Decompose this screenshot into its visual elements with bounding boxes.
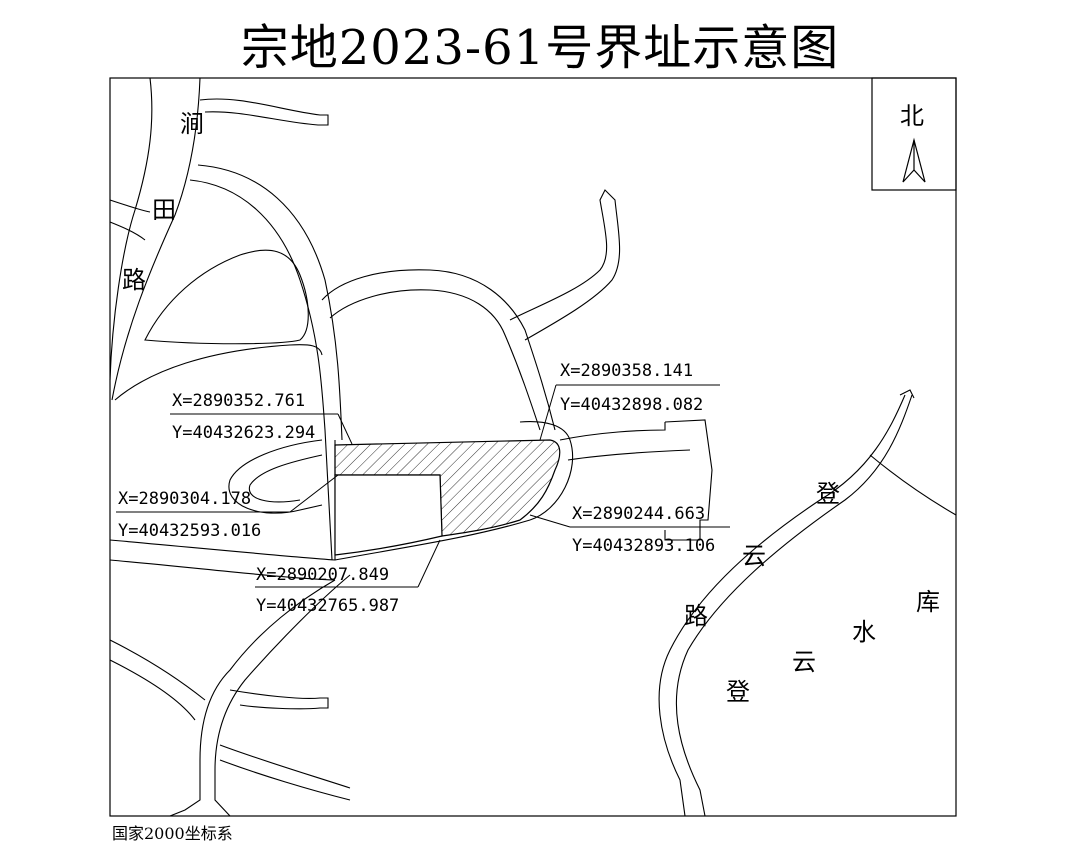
- label-jiantian-2: 田: [152, 196, 176, 224]
- svg-text:X=2890207.849: X=2890207.849: [256, 565, 389, 585]
- label-dengyun-road-3: 路: [684, 602, 708, 630]
- svg-text:Y=40432593.016: Y=40432593.016: [118, 521, 261, 541]
- label-dengyun-road-1: 登: [816, 480, 840, 508]
- svg-text:X=2890358.141: X=2890358.141: [560, 361, 693, 381]
- svg-text:Y=40432765.987: Y=40432765.987: [256, 596, 399, 616]
- boundary-point-3: X=2890304.178 Y=40432593.016: [118, 489, 261, 541]
- svg-text:X=2890304.178: X=2890304.178: [118, 489, 251, 509]
- svg-text:Y=40432893.106: Y=40432893.106: [572, 536, 715, 556]
- label-reservoir-4: 库: [916, 588, 940, 616]
- svg-text:Y=40432898.082: Y=40432898.082: [560, 395, 703, 415]
- label-jiantian-3: 路: [122, 266, 146, 294]
- label-dengyun-road-2: 云: [742, 542, 766, 570]
- label-reservoir-1: 登: [726, 678, 750, 706]
- map-frame: [109, 77, 957, 817]
- boundary-point-5: X=2890207.849 Y=40432765.987: [256, 565, 399, 616]
- north-arrow: [871, 77, 957, 191]
- label-reservoir-3: 水: [852, 618, 876, 646]
- boundary-point-1: X=2890352.761 Y=40432623.294: [172, 391, 315, 443]
- label-jiantian-1: 涧: [180, 110, 204, 138]
- map-title: 宗地2023-61号界址示意图: [240, 20, 840, 76]
- svg-text:X=2890352.761: X=2890352.761: [172, 391, 305, 411]
- boundary-point-2: X=2890358.141 Y=40432898.082: [560, 361, 703, 415]
- label-reservoir-2: 云: [792, 648, 816, 676]
- svg-text:Y=40432623.294: Y=40432623.294: [172, 423, 315, 443]
- svg-text:X=2890244.663: X=2890244.663: [572, 504, 705, 524]
- coordinate-system-note: 国家2000坐标系: [112, 824, 233, 843]
- parcel-white-area: [334, 474, 443, 556]
- boundary-point-4: X=2890244.663 Y=40432893.106: [572, 504, 715, 556]
- leader-lines: [116, 384, 730, 588]
- north-label: 北: [900, 102, 924, 130]
- parcel-hatched-area: [334, 439, 561, 537]
